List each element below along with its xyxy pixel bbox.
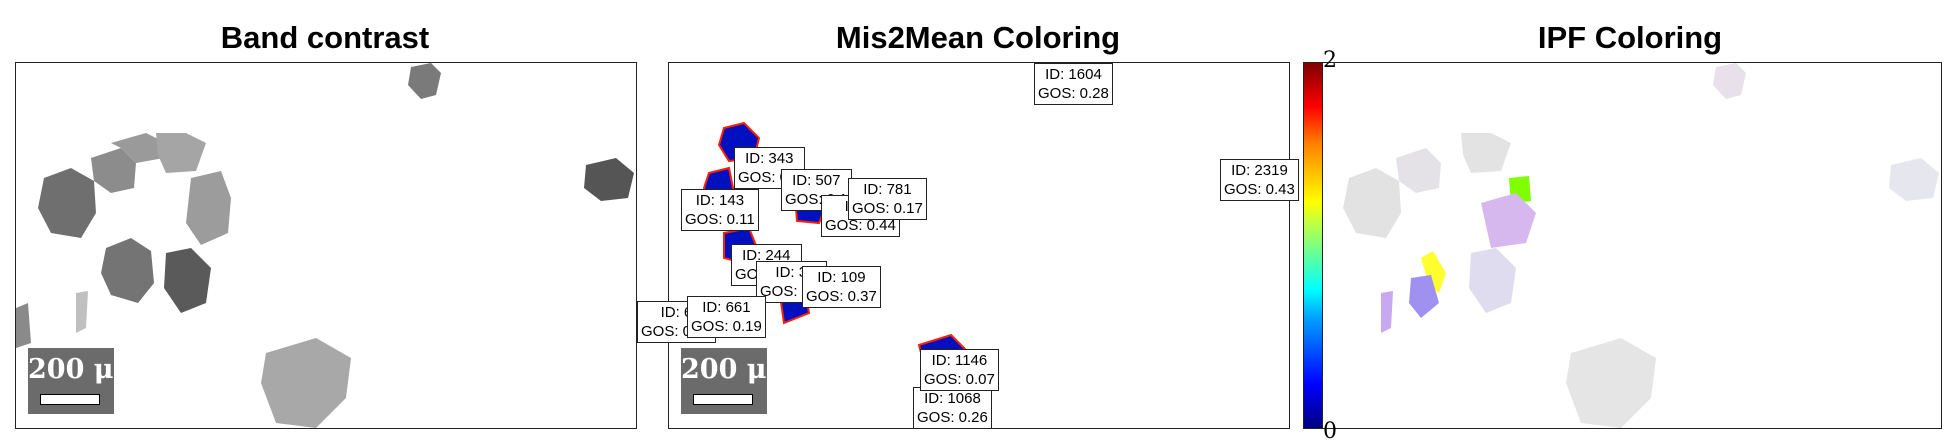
band-contrast-map: 200 μm	[15, 62, 637, 429]
grain	[1469, 248, 1516, 313]
grain	[101, 238, 154, 303]
grain	[1889, 158, 1939, 201]
grain	[408, 63, 441, 99]
grain	[1396, 148, 1441, 193]
scale-bar: 200 μm	[681, 348, 795, 414]
grain	[16, 303, 31, 348]
grain	[584, 158, 634, 201]
grain	[1381, 291, 1393, 333]
colorbar	[1303, 62, 1323, 429]
grain	[261, 338, 351, 428]
chart-title-ipf: IPF Coloring	[1537, 20, 1723, 55]
grain	[1421, 251, 1446, 293]
grain	[186, 171, 231, 245]
band-contrast-grains	[16, 63, 634, 428]
grain	[156, 133, 206, 173]
grain	[1461, 133, 1511, 173]
grain	[1343, 168, 1401, 238]
scale-bar-label: 200 μm	[681, 354, 796, 385]
scale-bar-line	[693, 394, 753, 405]
grain	[91, 148, 136, 193]
scale-bar-line	[40, 394, 100, 405]
chart-title-band-contrast: Band contrast	[220, 20, 430, 55]
scale-bar: 200 μm	[28, 348, 142, 414]
chart-title-mis2mean: Mis2Mean Coloring	[835, 20, 1121, 55]
colorbar-tick-min: 0	[1323, 419, 1337, 444]
scale-bar-label: 200 μm	[28, 354, 143, 385]
grain	[164, 248, 211, 313]
grain	[111, 133, 166, 163]
grain	[1481, 193, 1536, 248]
ipf-grains	[1343, 63, 1939, 428]
colorbar-tick-max: 2	[1323, 48, 1337, 73]
grain	[1409, 275, 1439, 318]
grain	[38, 168, 96, 238]
grain	[76, 291, 88, 333]
grain	[1566, 338, 1656, 428]
grain	[1713, 63, 1746, 99]
ipf-map	[1320, 62, 1942, 429]
